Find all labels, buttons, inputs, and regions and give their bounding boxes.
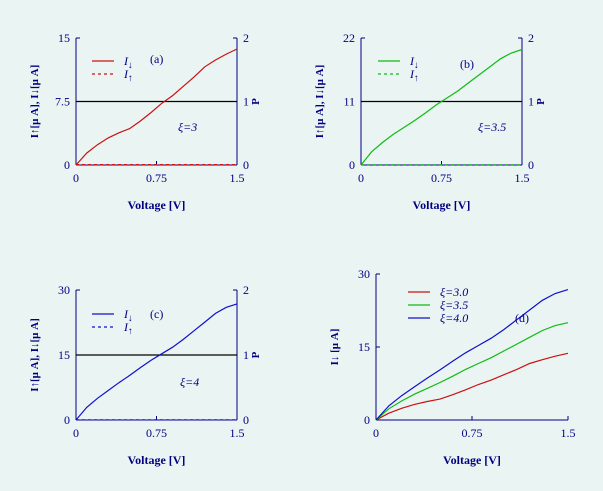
y-tick-label: 7.5 — [55, 95, 70, 109]
panel-label: (a) — [150, 52, 163, 66]
legend-label: I↑ — [123, 320, 133, 337]
x-tick-label: 0 — [373, 426, 379, 440]
legend-label: ξ=3.0 — [440, 285, 468, 299]
legend-label: I↓ — [409, 54, 419, 71]
series-line-0 — [375, 352, 569, 421]
x-tick-label: 1.5 — [561, 426, 576, 440]
x-tick-label: 0 — [73, 171, 79, 185]
y-tick-label: 0 — [64, 413, 70, 427]
y2-tick-label: 1 — [243, 95, 249, 109]
x-axis-label: Voltage [V] — [443, 453, 501, 467]
legend-label: I↓ — [123, 307, 133, 324]
xi-annotation: ξ=3 — [178, 120, 197, 134]
y-axis-label: I↓ [μ A] — [329, 329, 341, 366]
panel-label: (d) — [515, 311, 529, 325]
y-tick-label: 0 — [364, 413, 370, 427]
y-tick-label: 22 — [343, 31, 355, 45]
legend-label: I↑ — [123, 67, 133, 84]
y2-axis-label: P — [250, 351, 262, 358]
y2-tick-label: 0 — [528, 158, 534, 172]
y-tick-label: 11 — [343, 95, 355, 109]
x-axis-label: Voltage [V] — [413, 198, 471, 212]
y-tick-label: 30 — [358, 267, 370, 281]
x-tick-label: 0.75 — [462, 426, 483, 440]
y-axis-label: I↑[μ A], I↓[μ A] — [314, 65, 326, 139]
series-line-0 — [75, 303, 238, 421]
xi-annotation: ξ=3.5 — [478, 120, 506, 134]
y2-axis-label: P — [250, 98, 262, 105]
panel-label: (c) — [150, 307, 163, 321]
x-axis-label: Voltage [V] — [128, 453, 186, 467]
y2-tick-label: 0 — [243, 413, 249, 427]
y2-axis-label: P — [535, 98, 547, 105]
x-tick-label: 0.75 — [146, 171, 167, 185]
series-line-1 — [375, 322, 569, 421]
y2-tick-label: 2 — [528, 31, 534, 45]
x-tick-label: 0 — [73, 426, 79, 440]
y-tick-label: 0 — [64, 158, 70, 172]
panel-label: (b) — [460, 57, 474, 71]
x-tick-label: 0.75 — [146, 426, 167, 440]
x-tick-label: 1.5 — [230, 426, 245, 440]
x-tick-label: 0.75 — [431, 171, 452, 185]
series-line-0 — [75, 48, 238, 166]
y-tick-label: 30 — [58, 283, 70, 297]
y2-tick-label: 0 — [243, 158, 249, 172]
legend-label: ξ=3.5 — [440, 298, 468, 312]
x-tick-label: 0 — [358, 171, 364, 185]
y2-tick-label: 1 — [528, 95, 534, 109]
y2-tick-label: 1 — [243, 348, 249, 362]
xi-annotation: ξ=4 — [180, 375, 199, 389]
y-axis-label: I↑[μ A], I↓[μ A] — [29, 65, 41, 139]
y2-tick-label: 2 — [243, 31, 249, 45]
y-axis-label: I↑[μ A], I↓[μ A] — [29, 318, 41, 392]
legend-label: I↑ — [409, 67, 419, 84]
y-tick-label: 15 — [58, 348, 70, 362]
y2-tick-label: 2 — [243, 283, 249, 297]
y-tick-label: 15 — [58, 31, 70, 45]
x-axis-label: Voltage [V] — [128, 198, 186, 212]
y-tick-label: 0 — [349, 158, 355, 172]
panel-d: 0 0.75 1.5 0 15 30 ξ=3.0ξ=3.5ξ=4.0 (d) Voltage [… — [329, 267, 576, 467]
legend-label: I↓ — [123, 54, 133, 71]
series-line-2 — [375, 289, 569, 421]
x-tick-label: 1.5 — [230, 171, 245, 185]
x-tick-label: 1.5 — [515, 171, 530, 185]
legend-label: ξ=4.0 — [440, 311, 468, 325]
series-line-0 — [360, 48, 523, 166]
y-tick-label: 15 — [358, 340, 370, 354]
